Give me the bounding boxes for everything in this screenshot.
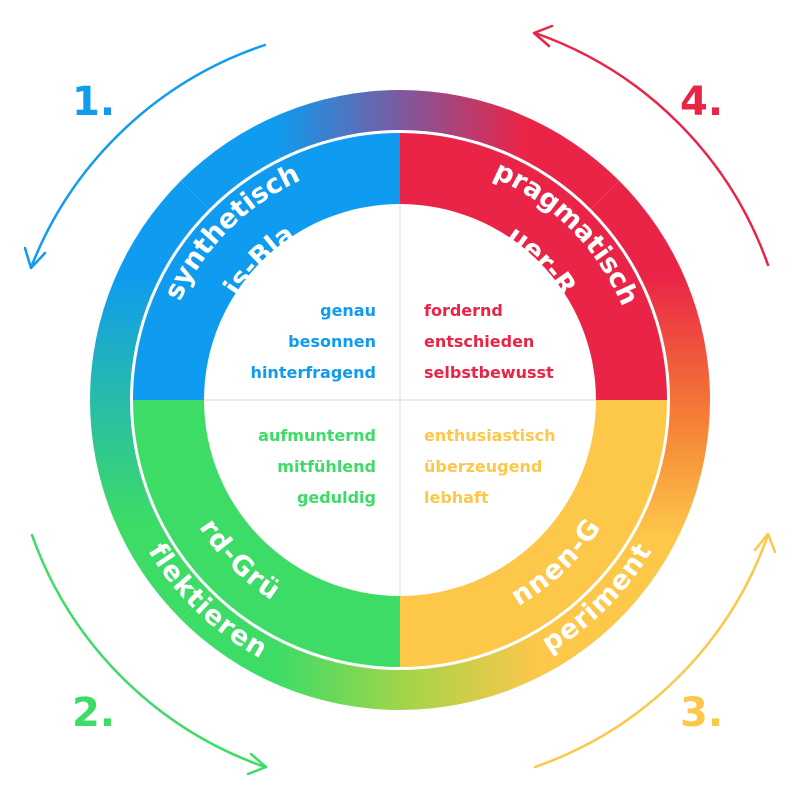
arrow-yellow-head bbox=[753, 532, 777, 554]
trait-blue-1: genau bbox=[320, 301, 376, 320]
trait-green-2: mitfühlend bbox=[277, 457, 376, 476]
inner-quadrants bbox=[133, 133, 667, 667]
traits-yellow: enthusiastisch überzeugend lebhaft bbox=[424, 426, 556, 507]
trait-blue-3: hinterfragend bbox=[251, 363, 376, 382]
traits-blue: genau besonnen hinterfragend bbox=[251, 301, 376, 382]
trait-red-2: entschieden bbox=[424, 332, 534, 351]
arrow-yellow bbox=[533, 533, 770, 769]
step-number-yellow: 3. bbox=[680, 690, 723, 736]
trait-yellow-1: enthusiastisch bbox=[424, 426, 556, 445]
traits-red: fordernd entschieden selbstbewusst bbox=[424, 301, 554, 382]
arrow-green bbox=[30, 533, 267, 769]
step-number-red: 4. bbox=[680, 79, 723, 125]
trait-red-3: selbstbewusst bbox=[424, 363, 554, 382]
trait-red-1: fordernd bbox=[424, 301, 503, 320]
trait-yellow-2: überzeugend bbox=[424, 457, 542, 476]
arrow-red bbox=[533, 31, 770, 267]
arrow-blue-head bbox=[23, 246, 47, 270]
traits-green: aufmunternd mitfühlend geduldig bbox=[258, 426, 376, 507]
trait-blue-2: besonnen bbox=[288, 332, 376, 351]
step-number-green: 2. bbox=[72, 690, 115, 736]
arrow-green-head bbox=[246, 752, 268, 776]
trait-green-3: geduldig bbox=[297, 488, 376, 507]
step-number-blue: 1. bbox=[72, 79, 115, 125]
arrow-blue bbox=[30, 43, 267, 267]
trait-green-1: aufmunternd bbox=[258, 426, 376, 445]
arrow-red-head bbox=[532, 24, 554, 48]
trait-yellow-3: lebhaft bbox=[424, 488, 489, 507]
cycle-arrows bbox=[23, 24, 777, 776]
